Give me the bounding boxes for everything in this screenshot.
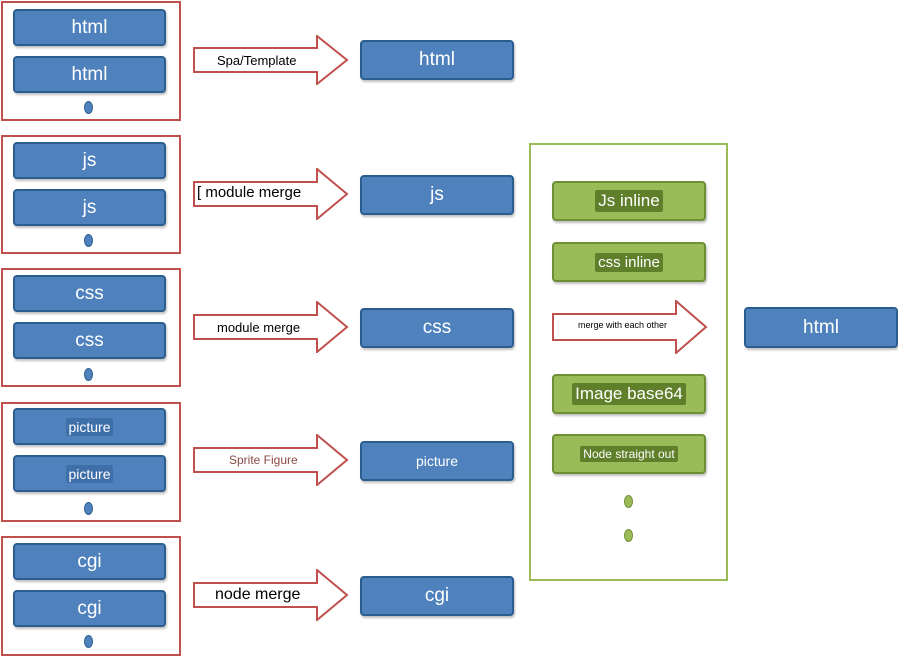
ellipsis-dot — [624, 495, 633, 508]
result-js: js — [360, 175, 514, 215]
box-label: js — [82, 149, 97, 171]
box-label: css — [75, 329, 104, 351]
arrow-module-merge-js: [ module merge — [193, 168, 349, 220]
box-label: js — [430, 184, 444, 205]
js-inline-box: Js inline — [552, 181, 706, 221]
source-picture-box-2: picture — [13, 455, 166, 492]
arrow-spa-template: Spa/Template — [193, 35, 349, 85]
source-cgi-box-2: cgi — [13, 590, 166, 627]
arrow-label: [ module merge — [197, 183, 302, 201]
ellipsis-dot — [84, 368, 93, 381]
arrow-label: Spa/Template — [217, 52, 297, 68]
arrow-label: module merge — [217, 319, 301, 335]
source-picture-box-1: picture — [13, 408, 166, 445]
box-label: html — [803, 316, 839, 338]
result-css: css — [360, 308, 514, 348]
ellipsis-dot — [84, 234, 93, 247]
final-html: html — [744, 307, 898, 348]
source-js-box-1: js — [13, 142, 166, 179]
source-css-box-1: css — [13, 275, 166, 312]
arrow-merge-with-each-other: merge with each other — [552, 300, 708, 354]
ellipsis-dot — [84, 635, 93, 648]
box-label: picture — [415, 453, 459, 469]
arrow-label: merge with each other — [578, 320, 668, 330]
source-html-box-1: html — [13, 9, 166, 46]
box-label: html — [71, 16, 108, 38]
arrow-label: node merge — [215, 586, 301, 603]
result-picture: picture — [360, 441, 514, 481]
box-label: cgi — [77, 550, 102, 572]
source-cgi-box-1: cgi — [13, 543, 166, 580]
box-label: js — [82, 196, 97, 218]
box-label: css — [422, 317, 452, 338]
result-html: html — [360, 40, 514, 80]
box-label: Image base64 — [572, 383, 686, 405]
box-label: Node straight out — [580, 446, 678, 462]
ellipsis-dot — [84, 101, 93, 114]
arrow-node-merge: node merge — [193, 569, 349, 621]
image-base64-box: Image base64 — [552, 374, 706, 414]
source-html-box-2: html — [13, 56, 166, 93]
box-label: css inline — [595, 252, 663, 272]
arrow-module-merge-css: module merge — [193, 301, 349, 353]
css-inline-box: css inline — [552, 242, 706, 282]
ellipsis-dot — [84, 502, 93, 515]
box-label: html — [71, 63, 108, 85]
arrow-sprite-figure: Sprite Figure — [193, 434, 349, 486]
result-cgi: cgi — [360, 576, 514, 616]
source-js-box-2: js — [13, 189, 166, 226]
box-label: css — [75, 282, 104, 304]
box-label: picture — [66, 464, 113, 483]
box-label: cgi — [77, 597, 102, 619]
box-label: picture — [66, 417, 113, 436]
node-straight-out-box: Node straight out — [552, 434, 706, 474]
box-label: Js inline — [595, 190, 663, 212]
box-label: cgi — [424, 585, 450, 606]
ellipsis-dot — [624, 529, 633, 542]
arrow-label: Sprite Figure — [229, 453, 298, 467]
source-css-box-2: css — [13, 322, 166, 359]
box-label: html — [419, 49, 455, 70]
